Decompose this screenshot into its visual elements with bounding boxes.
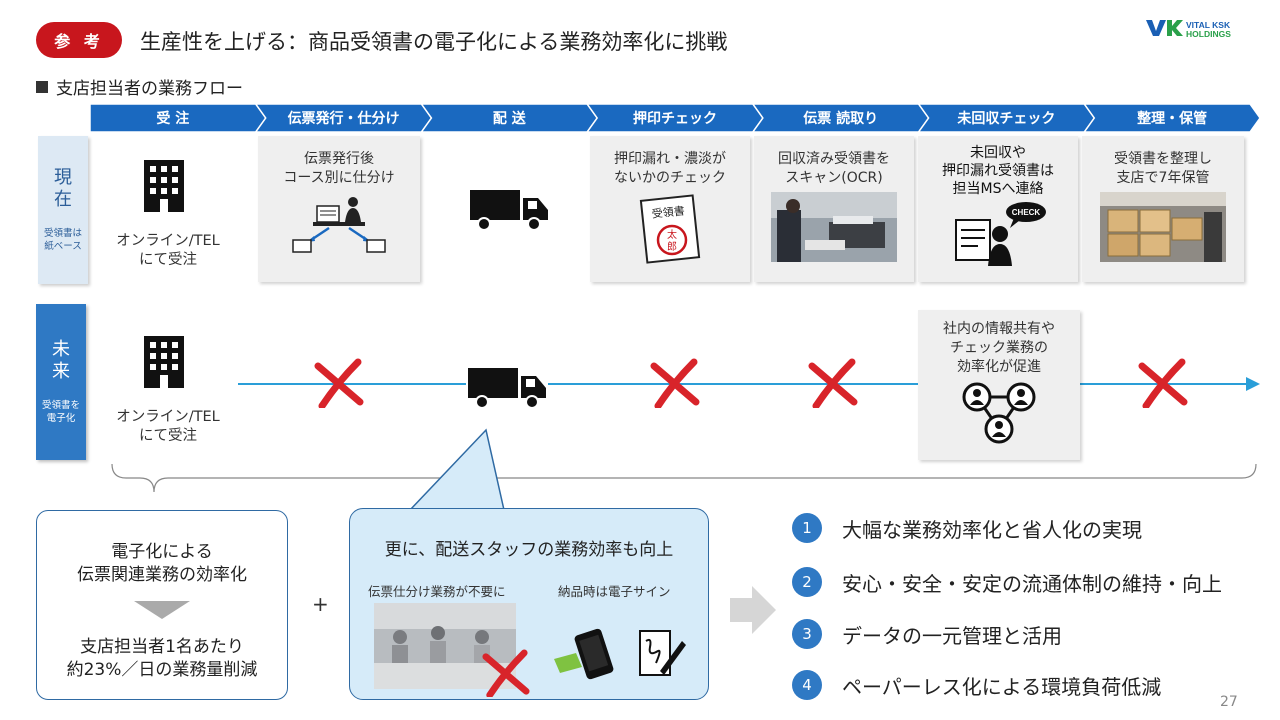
flow-step-arrow [1083,104,1261,132]
uncollected-check-card: 未回収や 押印漏れ受領書は 担当MSへ連絡 CHECK [918,136,1078,282]
building-icon [144,336,184,388]
building-icon [144,160,184,212]
flow-step-arrow [751,104,930,132]
flow-step-label: 伝票 読取り [803,110,878,127]
future-sublabel: 受領書を 電子化 [41,400,80,424]
benefit-item: 4 ペーパーレス化による環境負荷低減 [792,670,1161,700]
logo-v-mark [1146,20,1166,36]
seal-char-1: 太 [667,228,677,241]
flow-step-label: 整理・保管 [1136,110,1207,127]
benefit-text: 安心・安全・安定の流通体制の維持・向上 [842,571,1222,596]
flow-step-arrow [254,104,433,132]
signature-pen-icon [639,630,686,676]
plus-sign: + [312,592,329,616]
stamp-check-text: 押印漏れ・濃淡が ないかのチェック [614,151,726,186]
benefit-item: 3 データの一元管理と活用 [792,619,1062,649]
person-node [984,414,1014,444]
efficiency-summary-box: 電子化による 伝票関連業務の効率化 支店担当者1名あたり 約23%／日の業務量削… [36,510,288,700]
storage-boxes-photo [1100,192,1226,262]
delivery-truck-icon [466,366,548,410]
section-heading-text: 支店担当者の業務フロー [56,79,243,99]
reference-badge: 参 考 [36,22,122,58]
benefit-number: 3 [792,619,822,649]
flow-step-arrow [917,104,1096,132]
benefit-item: 2 安心・安全・安定の流通体制の維持・向上 [792,567,1222,597]
info-share-card: 社内の情報共有や チェック業務の 効率化が促進 [918,310,1080,460]
smartphone-icon [554,628,614,680]
delivery-staff-title: 更に、配送スタッフの業務効率も向上 [384,540,674,560]
storage-text: 受領書を整理し 支店で7年保管 [1114,151,1212,186]
cross-mark-icon [314,358,364,408]
scan-card: 回収済み受領書を スキャン(OCR) [754,136,914,282]
flow-step-label: 伝票発行・仕分け [288,110,400,127]
benefit-text: データの一元管理と活用 [842,623,1062,648]
page-title: 生産性を上げる：商品受領書の電子化による業務効率化に挑戦 [140,30,728,54]
network-people-icon [962,382,1036,444]
slip-issue-text: 伝票発行後 コース別に仕分け [283,151,395,186]
current-label: 現 在 [54,167,72,210]
benefit-text: 大幅な業務効率化と省人化の実現 [842,517,1142,542]
future-order-text: オンライン/TEL にて受注 [116,409,220,444]
logo-text-top: VITAL KSK [1186,20,1231,30]
benefit-text: ペーパーレス化による環境負荷低減 [842,674,1162,699]
scanner-photo [771,192,897,262]
sorting-worker-icon [292,197,386,253]
future-flow-line [238,383,1250,385]
receipt-label: 受領書 [651,203,685,220]
delivery-staff-box: 更に、配送スタッフの業務効率も向上 伝票仕分け業務が不要に 納品時は電子サイン [349,508,709,700]
benefit-number: 4 [792,670,822,700]
current-order-text: オンライン/TEL にて受注 [116,233,220,268]
current-sublabel: 受領書は 紙ベース [43,228,82,252]
office-photo [374,603,516,689]
cross-mark-icon [808,358,858,408]
square-bullet-icon [36,80,48,93]
future-label: 未 来 [52,339,70,382]
summary-brace [111,463,1257,493]
cross-mark-icon [650,358,700,408]
company-logo: VITAL KSK HOLDINGS [1146,20,1231,39]
logo-k-mark [1167,20,1183,36]
benefit-item: 1 大幅な業務効率化と省人化の実現 [792,513,1142,543]
slip-issue-card: 伝票発行後 コース別に仕分け [258,136,420,282]
stamp-check-card: 押印漏れ・濃淡が ないかのチェック 受領書 太 郎 [590,136,750,282]
current-row-label: 現 在 受領書は 紙ベース [38,136,88,284]
e-signature-caption: 納品時は電子サイン [558,584,671,599]
benefit-number: 2 [792,567,822,597]
flow-step-label: 配 送 [493,110,527,127]
flow-step-label: 未回収チェック [957,110,1055,127]
right-arrow-icon [730,586,776,634]
flow-step-label: 受 注 [156,110,189,127]
scan-text: 回収済み受領書を スキャン(OCR) [778,151,890,186]
flow-arrow-bar: 受 注 伝票発行・仕分け 配 送 押印チェック 伝票 読取り 未回収チェック 整理・保管 [90,104,1261,132]
page-number: 27 [1220,694,1238,710]
person-node [1006,382,1036,412]
storage-card: 受領書を整理し 支店で7年保管 [1082,136,1244,282]
seal-char-2: 郎 [667,240,677,253]
check-bubble-text: CHECK [1012,208,1041,217]
info-share-text: 社内の情報共有や チェック業務の 効率化が促進 [943,321,1055,375]
flow-step-arrow [420,104,599,132]
sorting-unnecessary-caption: 伝票仕分け業務が不要に [368,584,506,599]
logo-text-bottom: HOLDINGS [1186,29,1231,39]
cross-mark-icon [482,649,530,697]
delivery-truck-icon [470,190,548,231]
down-arrow-icon [134,601,190,619]
flow-step-label: 押印チェック [633,110,717,127]
receipt-stamp-icon: 受領書 太 郎 [639,194,701,264]
cross-mark-icon [1138,358,1188,408]
workload-reduction-text: 支店担当者1名あたり 約23%／日の業務量削減 [66,637,258,680]
check-person-icon: CHECK [955,202,1046,266]
benefit-number: 1 [792,513,822,543]
section-heading: 支店担当者の業務フロー [36,74,243,99]
flow-step-arrow [586,104,764,132]
flow-line-arrowhead-icon [1246,377,1260,391]
person-node [962,382,992,412]
future-row-label: 未 来 受領書を 電子化 [36,304,86,460]
efficiency-heading: 電子化による 伝票関連業務の効率化 [77,542,247,585]
uncollected-text: 未回収や 押印漏れ受領書は 担当MSへ連絡 [942,145,1054,197]
callout-tail [408,428,505,512]
